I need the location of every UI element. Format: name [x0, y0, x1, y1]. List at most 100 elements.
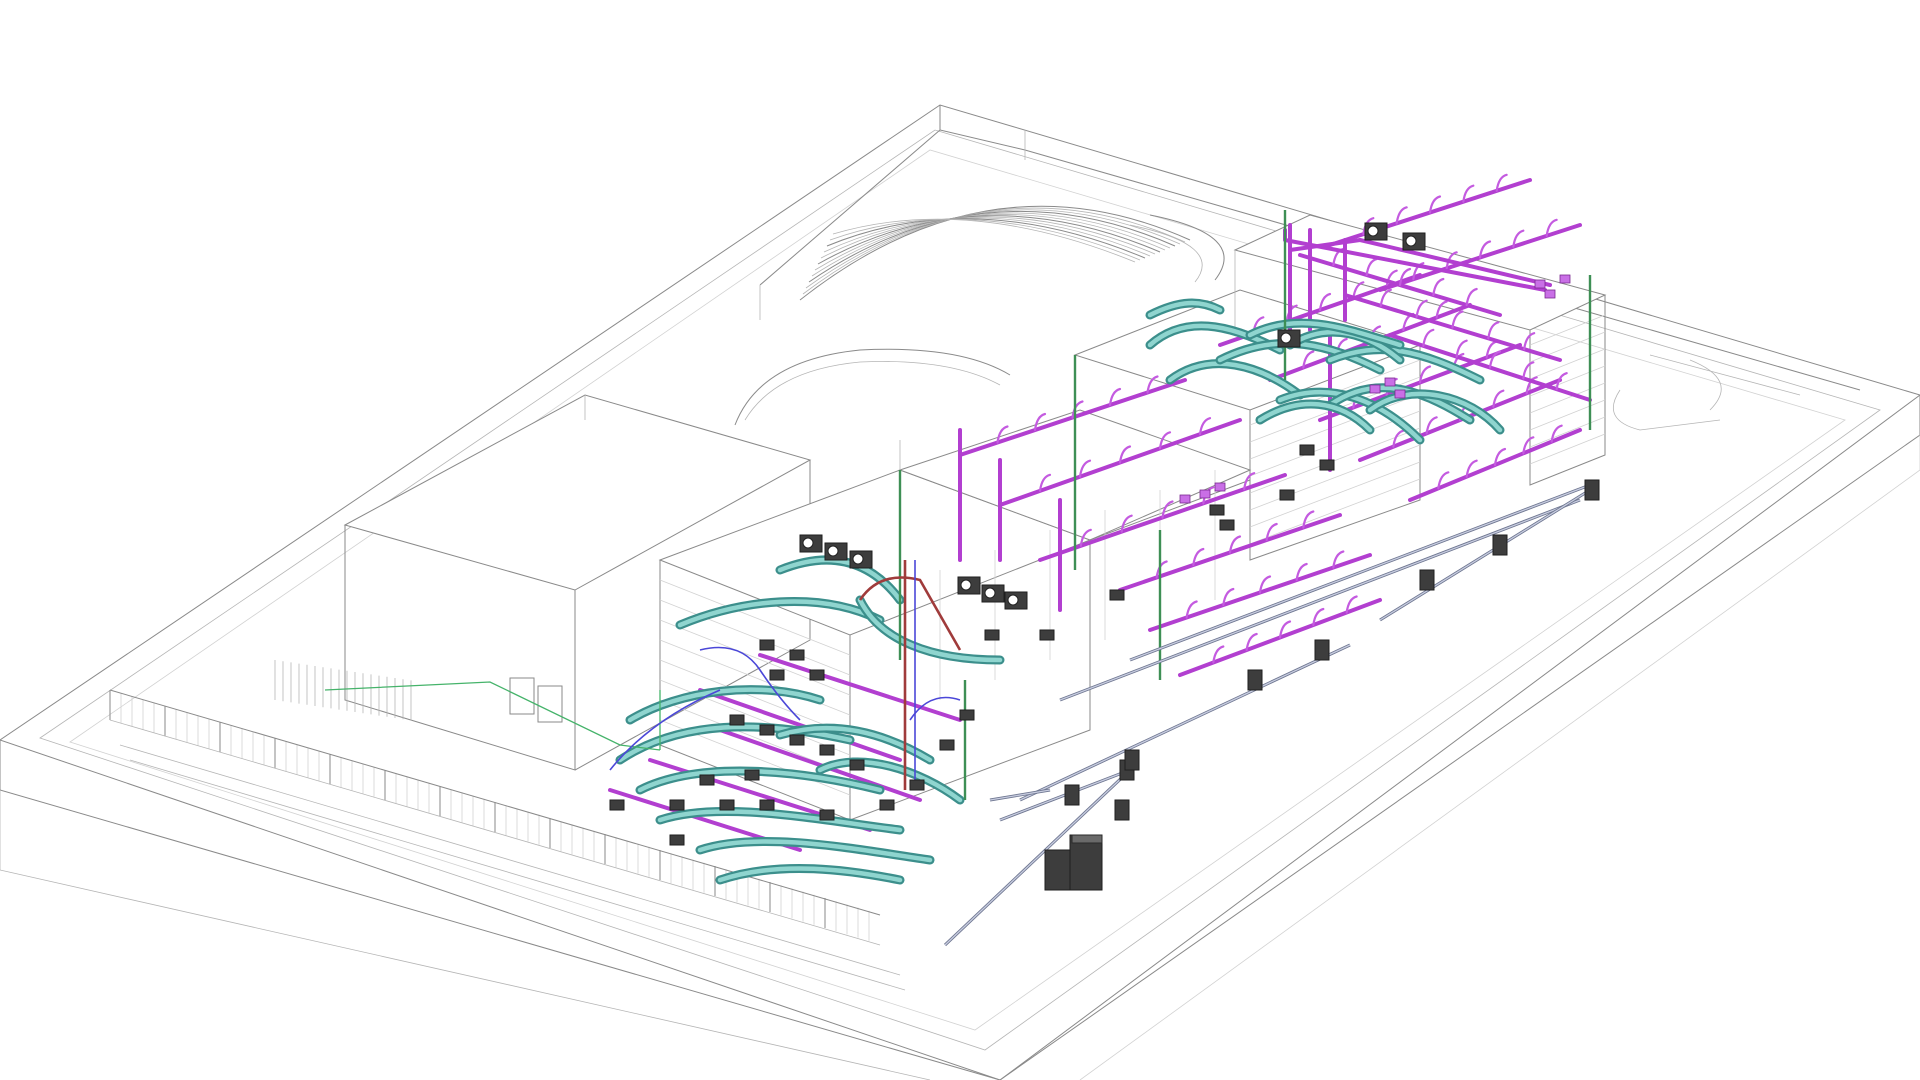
- courtyard-edge: [1649, 354, 1801, 396]
- duct-branch-stub: [1492, 389, 1505, 408]
- terrace-line-1: [119, 744, 901, 976]
- header-pipe-highlight: [944, 769, 1131, 946]
- water-line-3: [909, 696, 961, 721]
- pump-unit-icon: [1314, 639, 1330, 661]
- duct-branch-stub: [1478, 240, 1492, 259]
- duct-branch-stub: [1495, 173, 1508, 192]
- block-3-side: [1249, 345, 1421, 561]
- roof-supply-header-2: [1288, 238, 1552, 287]
- fan-coil-unit-icon: [669, 834, 685, 846]
- fan-coil-unit-icon: [759, 639, 775, 651]
- duct-branch-stub: [1451, 310, 1464, 329]
- fan-coil-unit-icon: [759, 799, 775, 811]
- fan-icon: [802, 537, 814, 549]
- fan-coil-unit-icon: [744, 769, 760, 781]
- pump-unit-icon: [1064, 784, 1080, 806]
- seating-row: [817, 215, 1161, 265]
- facade-band: [1529, 433, 1606, 465]
- duct-branch-stub: [1243, 472, 1256, 491]
- facade-band: [1249, 461, 1421, 528]
- flexible-duct-highlight: [617, 724, 853, 763]
- duct-branch-stub: [1412, 262, 1425, 281]
- fan-coil-unit-icon: [879, 799, 895, 811]
- fan-coil-unit-icon: [1039, 629, 1055, 641]
- duct-branch-stub: [1245, 632, 1258, 652]
- flexible-duct-highlight: [1217, 341, 1383, 373]
- diffuser-icon: [1534, 279, 1546, 289]
- fan-coil-unit-icon: [1299, 444, 1315, 456]
- duct-branch-stub: [1418, 365, 1432, 384]
- seating-row: [832, 218, 1136, 263]
- pump-unit-icon: [1584, 479, 1600, 501]
- seating-row: [814, 214, 1166, 271]
- duct-branch-stub: [1038, 473, 1052, 492]
- flexible-duct-highlight: [1147, 300, 1223, 318]
- duct-branch-stub: [1512, 229, 1525, 248]
- duct-branch-stub: [1522, 436, 1535, 455]
- duct-branch-stub: [1146, 375, 1159, 394]
- duct-branch-stub: [1435, 300, 1448, 319]
- seating-row: [802, 207, 1186, 295]
- header-pipe-highlight: [1129, 484, 1591, 661]
- duct-branch-stub: [1465, 459, 1478, 478]
- duct-branch-stub: [1445, 251, 1458, 270]
- fan-icon: [960, 579, 972, 591]
- duct-branch-stub: [1523, 332, 1536, 351]
- duct-branch-stub: [1555, 372, 1568, 391]
- flexible-duct-highlight: [1167, 361, 1303, 398]
- duct-branch-stub: [1228, 535, 1242, 554]
- fan-icon: [984, 587, 996, 599]
- fan-icon: [1367, 225, 1379, 237]
- amphitheatre-seating: [734, 205, 1225, 426]
- fan-coil-unit-icon: [984, 629, 1000, 641]
- duct-branch-stub: [1108, 387, 1122, 407]
- pump-unit-icon: [1419, 569, 1435, 591]
- auditorium-door-left: [509, 677, 535, 715]
- fan-coil-unit-icon: [1109, 589, 1125, 601]
- fan-coil-unit-icon: [699, 774, 715, 786]
- fan-coil-unit-icon: [789, 734, 805, 746]
- flexible-duct-highlight: [627, 687, 823, 723]
- duct-branch-stub: [1079, 528, 1092, 547]
- amphitheatre-right-arc-inner: [1129, 224, 1203, 283]
- flexible-duct-highlight: [857, 597, 1003, 663]
- duct-branch-stub: [1198, 417, 1212, 436]
- diffuser-icon: [1384, 377, 1396, 387]
- duct-branch-stub: [1422, 328, 1435, 347]
- auditorium-block: [343, 394, 812, 771]
- duct-branch-stub: [1432, 277, 1445, 297]
- fan-coil-unit-icon: [669, 799, 685, 811]
- facade-band: [1249, 444, 1421, 511]
- facade-band: [659, 599, 851, 676]
- seating-row: [820, 216, 1156, 259]
- duct-branch-stub: [1222, 587, 1235, 607]
- chiller-unit-icon: [1071, 834, 1103, 844]
- duct-branch-stub: [1437, 471, 1450, 490]
- flexible-duct-highlight: [697, 839, 933, 863]
- duct-branch-stub: [1395, 206, 1408, 225]
- duct-branch-stub: [1120, 514, 1133, 533]
- facade-band: [1529, 382, 1606, 414]
- diffuser-icon: [1179, 494, 1191, 504]
- duct-branch-stub: [1192, 547, 1205, 567]
- fan-coil-unit-icon: [939, 739, 955, 751]
- chiller-unit-icon: [1069, 834, 1103, 891]
- amphitheatre-front-arc: [734, 348, 1011, 426]
- fan-coil-unit-icon: [759, 724, 775, 736]
- diffuser-icon: [1199, 489, 1211, 499]
- fan-coil-unit-icon: [1219, 519, 1235, 531]
- duct-branch-stub: [1302, 350, 1315, 369]
- duct-branch-stub: [1545, 218, 1558, 237]
- supply-duct-run: [758, 653, 962, 722]
- duct-branch-stub: [1415, 299, 1428, 318]
- fan-coil-unit-icon: [959, 709, 975, 721]
- flexible-duct-highlight: [777, 557, 903, 603]
- podium-edge-front: [0, 740, 1001, 1080]
- main-header-pipes: [943, 483, 1591, 947]
- pump-unit-icon: [1492, 534, 1508, 556]
- duct-branch-stub: [1550, 424, 1563, 443]
- duct-branch-stub: [1345, 595, 1358, 614]
- water-line-2: [609, 689, 721, 771]
- pipe-network: [324, 210, 1592, 800]
